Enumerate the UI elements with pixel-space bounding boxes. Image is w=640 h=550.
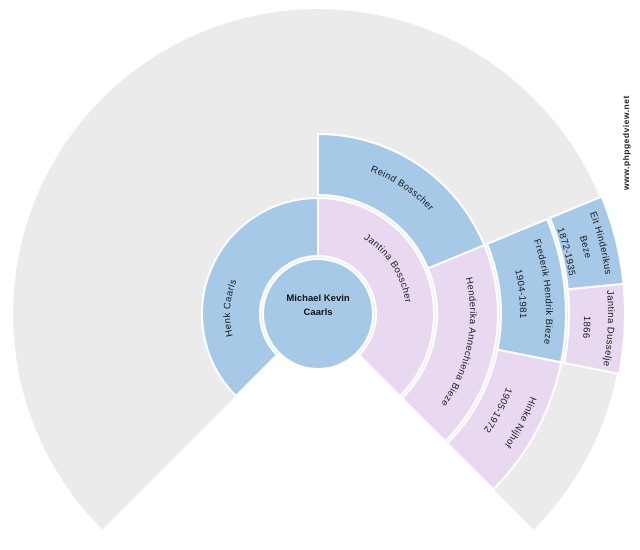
center-person-circle[interactable] [262, 258, 374, 370]
center-person-name-line2: Caarls [303, 307, 332, 318]
sector-great-grandmother-hinke[interactable] [445, 348, 563, 491]
watermark-text: www.phpgedview.net [621, 95, 631, 191]
jantina-dusselje-dates-label: 1866 [580, 316, 592, 339]
sector-maternal-grandmother[interactable] [400, 243, 499, 443]
sector-great2-grandmother-jantina-dusselje[interactable] [563, 282, 626, 376]
jantina-dusselje-dates-text: 1866 [580, 316, 592, 339]
sector-father[interactable] [201, 196, 319, 398]
sector-mother[interactable] [317, 196, 435, 398]
sector-maternal-grandfather[interactable] [317, 132, 486, 270]
center-person-name-line1: Michael Kevin [286, 293, 350, 304]
